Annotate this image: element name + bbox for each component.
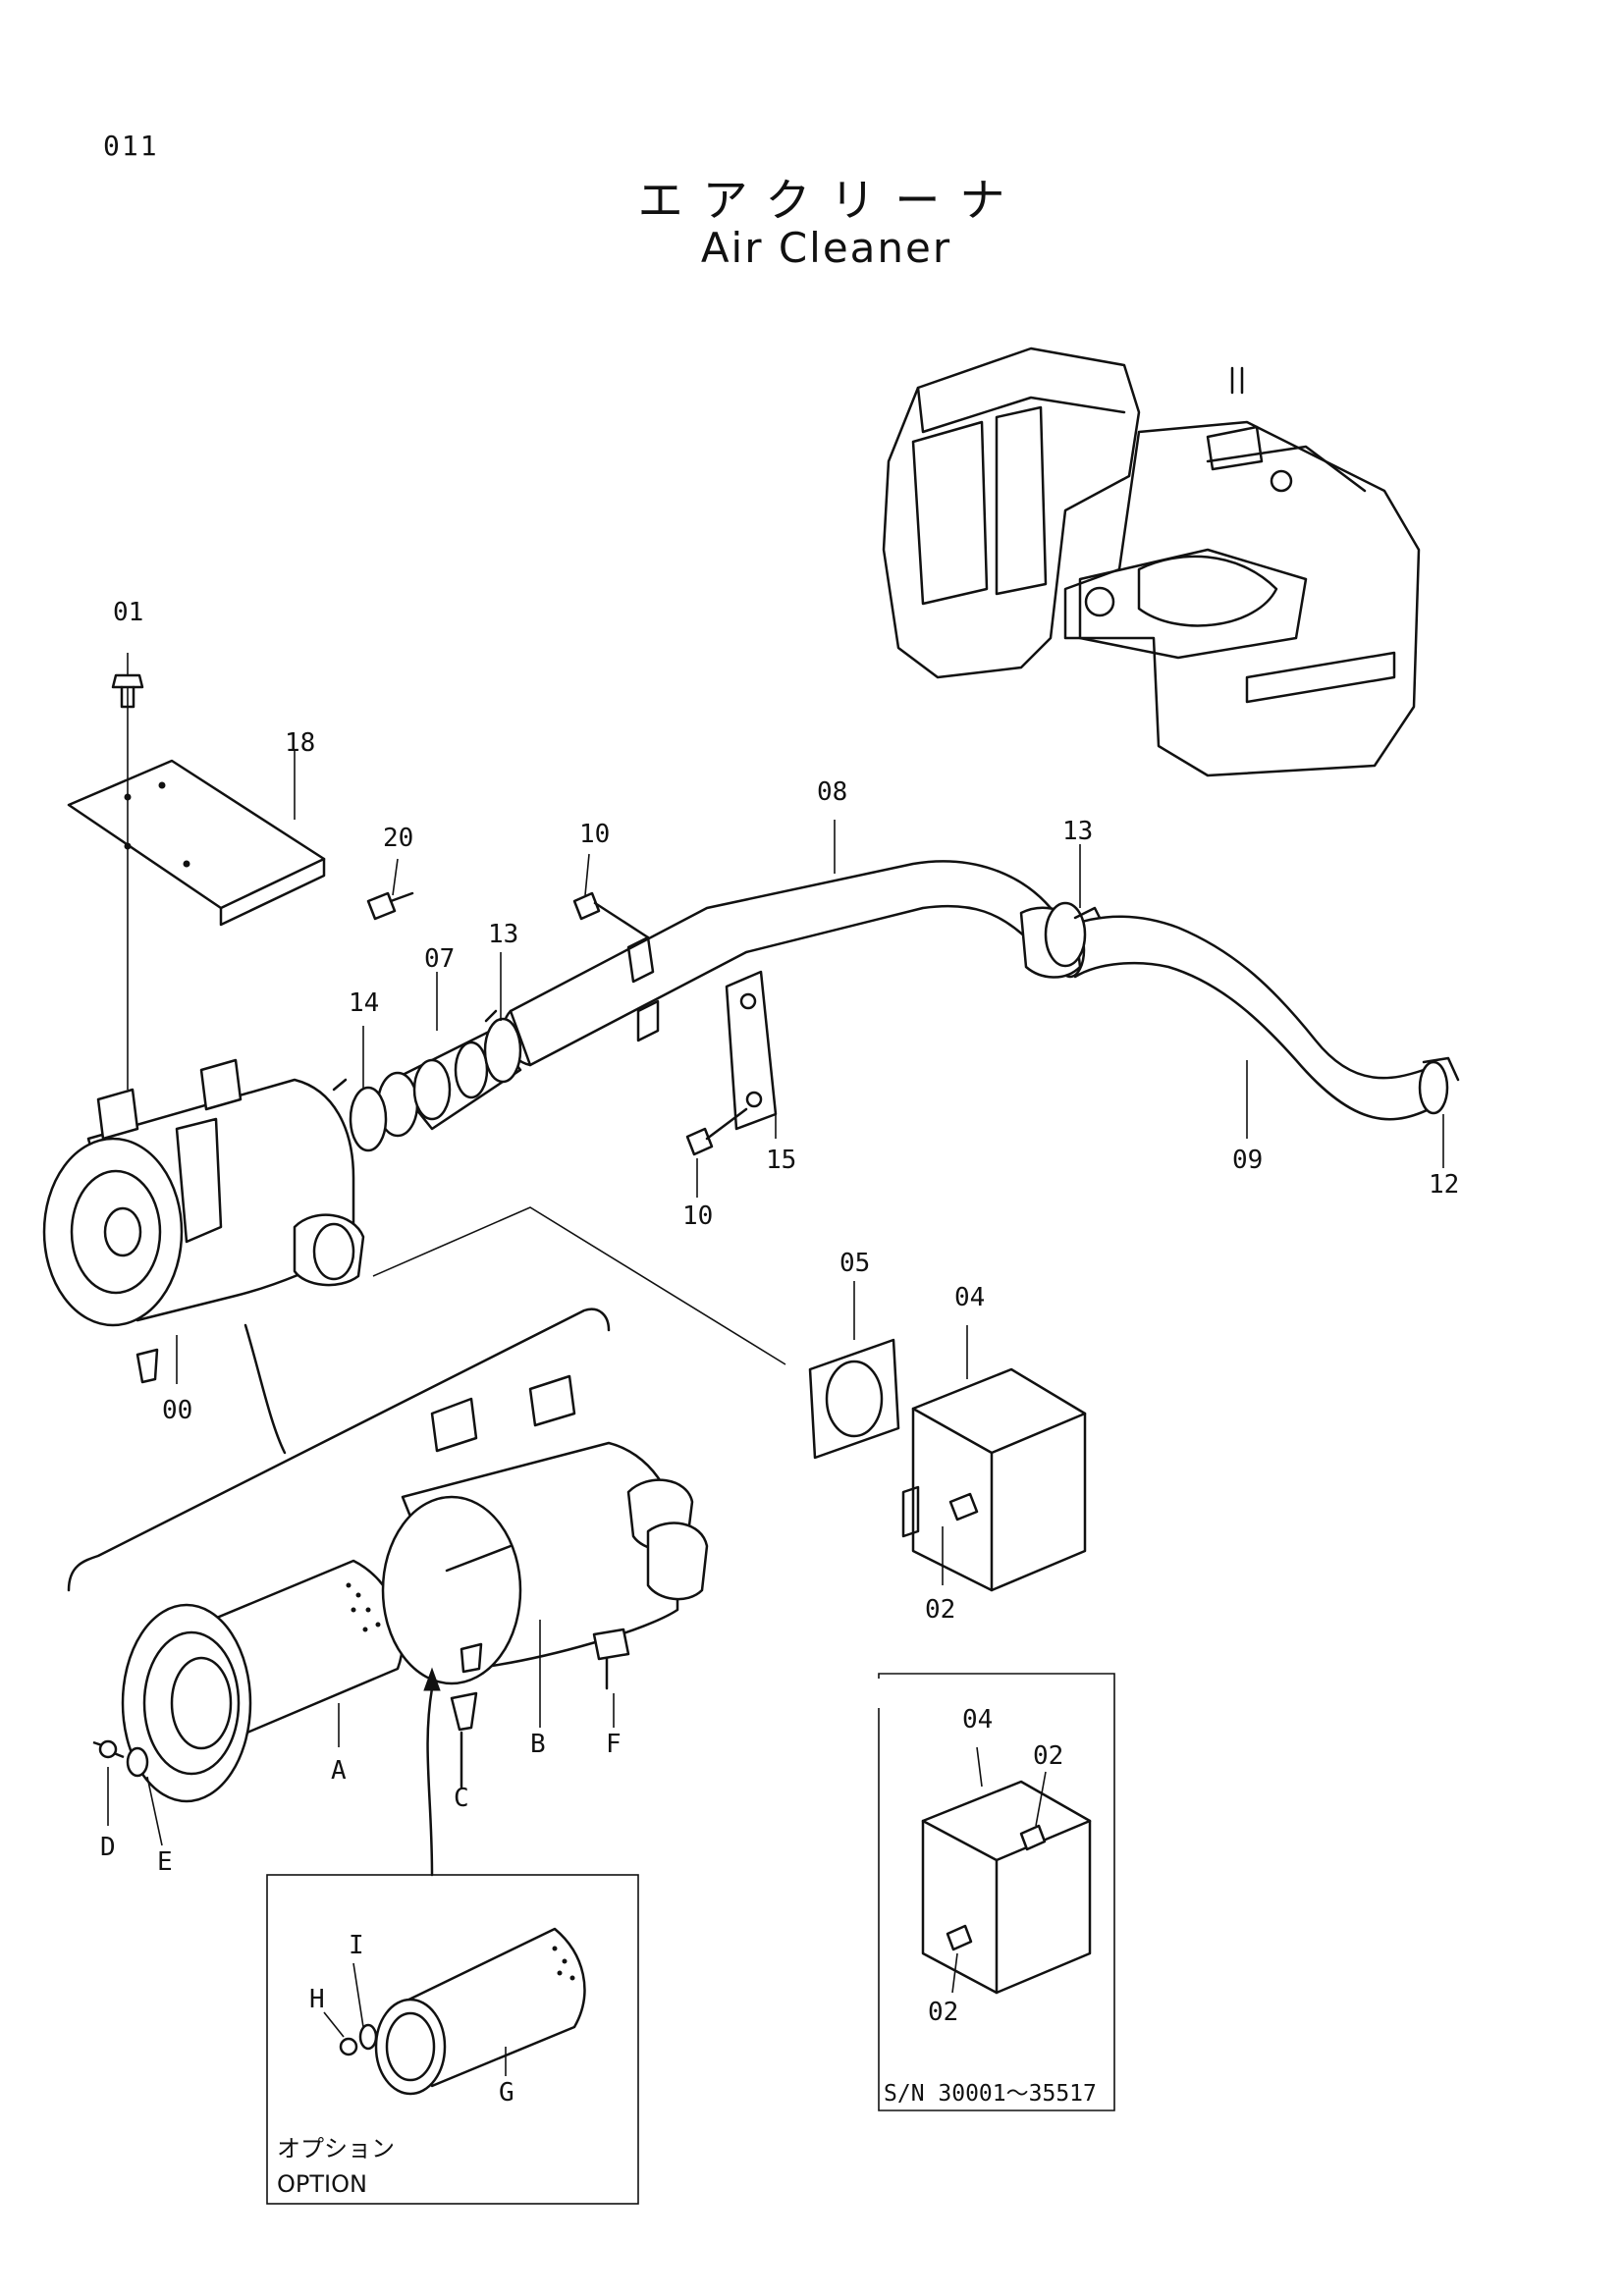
- leader-02-serial-upper: [1035, 1771, 1047, 1827]
- flange-plate-05: [808, 1338, 900, 1460]
- mounting-plate-18: [67, 687, 326, 1090]
- callout-10-lower: 10: [682, 1201, 713, 1231]
- nut-H: [339, 2037, 358, 2056]
- wing-nut-D: [92, 1739, 125, 1759]
- perforation-dots: [346, 1582, 381, 1632]
- page-title-english: Air Cleaner: [700, 224, 952, 272]
- callout-14: 14: [349, 988, 379, 1018]
- callout-D: D: [100, 1833, 116, 1862]
- callout-09: 09: [1232, 1146, 1263, 1175]
- leader-line-05: [372, 1206, 786, 1365]
- leader-I: [352, 1962, 364, 2028]
- callout-20: 20: [383, 824, 413, 853]
- callout-13-right: 13: [1062, 817, 1093, 846]
- callout-02-cover: 02: [925, 1595, 955, 1625]
- callout-I: I: [349, 1931, 364, 1960]
- option-arrow-line: [426, 1686, 434, 1877]
- serial-number-label: S/N 30001～35517: [884, 2081, 1097, 2107]
- callout-10-upper: 10: [579, 820, 610, 849]
- callout-13-left: 13: [488, 920, 518, 949]
- callout-01: 01: [113, 598, 143, 627]
- page-number: 011: [103, 130, 159, 162]
- callout-05: 05: [839, 1249, 870, 1278]
- callout-12: 12: [1429, 1170, 1459, 1200]
- bolt-02-serial-upper: [1019, 1824, 1047, 1851]
- bolt-10-lower: [685, 1107, 748, 1156]
- callout-C: C: [454, 1784, 469, 1813]
- leader-E: [146, 1776, 163, 1846]
- excavator-overview-illustration: [882, 347, 1421, 777]
- callout-A: A: [331, 1756, 347, 1786]
- leader-20: [392, 858, 399, 896]
- support-bracket-15: [725, 970, 778, 1131]
- callout-02-serial-lower: 02: [928, 1998, 958, 2027]
- housing-B: [381, 1374, 709, 1685]
- callout-F: F: [606, 1730, 622, 1759]
- option-arrow-head: [423, 1667, 441, 1691]
- callout-18: 18: [285, 728, 315, 758]
- washer-E: [126, 1746, 149, 1778]
- bolt-01: [111, 673, 144, 709]
- page-title-japanese: エアクリーナ: [637, 174, 1025, 227]
- callout-H: H: [309, 1985, 325, 2014]
- hose-clamp-14: [332, 1078, 388, 1152]
- cover-04: [901, 1367, 1087, 1592]
- hose-clamp-12: [1418, 1056, 1460, 1115]
- option-box-frame: [266, 1874, 639, 2205]
- filter-element-A: [121, 1559, 405, 1803]
- callout-04: 04: [954, 1283, 985, 1312]
- callout-15: 15: [766, 1146, 796, 1175]
- indicator-F: [592, 1628, 630, 1690]
- washer-I: [358, 2023, 378, 2051]
- callout-00: 00: [162, 1396, 192, 1425]
- hose-clamp-13-right: [1044, 901, 1102, 968]
- cover-04-serial: [921, 1780, 1092, 1995]
- safety-element-G: [374, 1927, 586, 2096]
- hose-clamp-13-left: [483, 1009, 522, 1084]
- callout-02-serial-upper: 02: [1033, 1741, 1063, 1771]
- bolt-02-cover: [948, 1492, 979, 1522]
- serial-box-frame: [878, 1673, 1115, 2111]
- option-label-japanese: オプション: [277, 2135, 395, 2163]
- dust-valve-C: [450, 1691, 478, 1789]
- callout-B: B: [530, 1730, 546, 1759]
- bolt-20: [366, 891, 414, 921]
- callout-E: E: [157, 1847, 173, 1877]
- exploded-view-leader: [243, 1323, 287, 1455]
- callout-04-serial: 04: [962, 1705, 993, 1735]
- callout-G: G: [499, 2078, 514, 2108]
- air-cleaner-assembly-00: [42, 1058, 365, 1384]
- callout-08: 08: [817, 777, 847, 807]
- leader-04-serial: [976, 1746, 983, 1788]
- leader-H: [323, 2011, 345, 2038]
- callout-07: 07: [424, 944, 455, 974]
- option-label-english: OPTION: [277, 2170, 367, 2198]
- leader-10-upper: [584, 853, 590, 896]
- leader-02-serial-lower: [951, 1952, 958, 1994]
- bolt-10-upper: [572, 891, 650, 939]
- exploded-view-bracket-curve: [67, 1308, 611, 1592]
- bolt-02-serial-lower: [946, 1924, 973, 1951]
